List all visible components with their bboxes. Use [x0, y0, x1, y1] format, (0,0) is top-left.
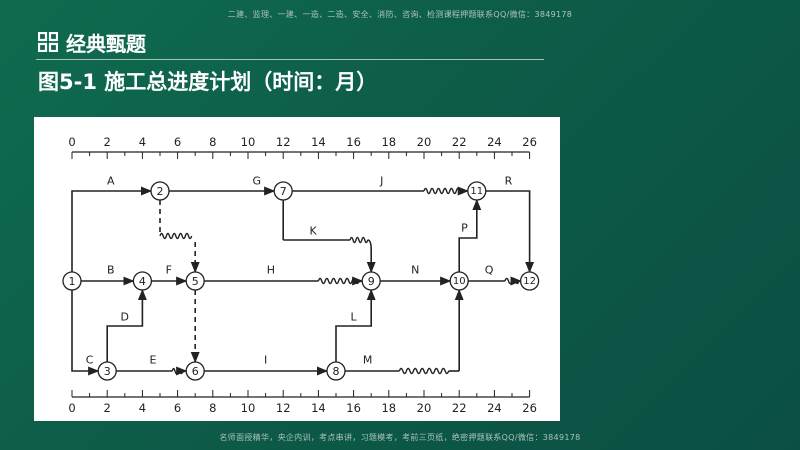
node-circle	[97, 361, 117, 381]
top-scale-tick-label: 2	[104, 135, 111, 149]
activity-label-q: Q	[485, 264, 494, 277]
node-label: 8	[333, 365, 340, 378]
activity-label-c: C	[86, 354, 94, 367]
activity-line	[367, 239, 372, 251]
activity-arrow	[106, 288, 147, 362]
bottom-scale-tick-label: 4	[139, 401, 146, 415]
activity-label-l: L	[351, 311, 358, 324]
node-circle	[132, 271, 153, 291]
section-header: 经典甄题	[38, 28, 146, 56]
bottom-scale-tick-label: 22	[452, 401, 467, 415]
activity-label-j: J	[379, 175, 383, 188]
activity-label-e: E	[149, 354, 156, 367]
top-scale-tick-label: 24	[487, 135, 502, 149]
header-divider	[36, 59, 544, 60]
bottom-scale-tick-label: 26	[522, 401, 537, 415]
node-circle	[519, 271, 540, 291]
free-float-wave	[349, 236, 369, 244]
activity-label-n: N	[411, 264, 419, 277]
node-label: 5	[192, 275, 199, 288]
node-label: 3	[104, 365, 111, 378]
node-circle	[361, 271, 381, 291]
free-float-wave	[317, 277, 360, 285]
activity-label-k: K	[310, 225, 318, 238]
top-scale-tick-label: 18	[381, 135, 396, 149]
activity-label-f: F	[166, 264, 172, 277]
bottom-scale-tick-label: 0	[68, 401, 75, 415]
free-float-wave	[504, 277, 520, 285]
node-circle	[449, 271, 469, 291]
grid-icon	[38, 32, 58, 52]
bottom-scale-tick-label: 16	[346, 401, 361, 415]
node-label: 2	[157, 185, 164, 198]
activity-arrow	[485, 190, 535, 274]
bottom-scale-tick-label: 14	[311, 401, 326, 415]
activity-label-p: P	[461, 222, 468, 235]
activity-arrow	[335, 288, 376, 362]
header-title: 经典甄题	[66, 31, 146, 56]
top-scale-tick-label: 6	[174, 135, 181, 149]
bottom-scale-tick-label: 2	[104, 401, 111, 415]
node-label: 1	[69, 275, 76, 288]
activity-arrow	[458, 198, 482, 272]
activity-label-i: I	[264, 354, 267, 367]
top-scale-tick-label: 4	[139, 135, 146, 149]
bottom-scale-tick-label: 6	[174, 401, 181, 415]
node-label: 10	[453, 276, 466, 287]
bottom-scale-tick-label: 18	[381, 401, 396, 415]
activity-arrow	[71, 290, 100, 376]
node-circle	[273, 181, 293, 201]
free-float-wave	[398, 367, 450, 375]
page-title: 图5-1 施工总进度计划（时间：月）	[38, 70, 378, 94]
top-scale-tick-label: 10	[241, 135, 256, 149]
activity-label-a: A	[107, 175, 115, 188]
top-watermark: 二建、监理、一建、一造、二造、安全、消防、咨询、检测课程押题联系QQ/微信：38…	[227, 10, 573, 19]
free-float-wave	[171, 367, 184, 375]
node-label: 11	[470, 186, 483, 197]
activity-label-g: G	[253, 175, 262, 188]
node-circle	[185, 361, 205, 381]
top-scale-tick-label: 8	[209, 135, 216, 149]
bottom-watermark: 名师面授精华，央企内训，考点串讲，习题模考，考前三页纸，绝密押题联系QQ/微信：…	[219, 433, 581, 442]
node-label: 7	[280, 185, 287, 198]
activity-label-h: H	[267, 264, 275, 277]
node-label: 12	[523, 276, 536, 287]
bottom-scale-tick-label: 24	[487, 401, 502, 415]
free-float-wave	[159, 232, 193, 240]
node-label: 9	[368, 275, 375, 288]
top-scale-tick-label: 16	[346, 135, 361, 149]
bottom-scale-tick-label: 20	[417, 401, 432, 415]
activity-label-m: M	[363, 354, 373, 367]
node-circle	[185, 271, 205, 291]
node-circle	[326, 361, 346, 381]
activity-arrow	[71, 186, 153, 272]
top-scale-tick-label: 14	[311, 135, 326, 149]
top-scale-tick-label: 0	[68, 135, 75, 149]
node-circle	[62, 271, 82, 291]
node-label: 4	[139, 275, 146, 288]
top-scale-tick-label: 20	[417, 135, 432, 149]
activity-label-b: B	[107, 264, 115, 277]
activity-label-d: D	[121, 311, 129, 324]
free-float-wave	[423, 187, 464, 195]
top-scale-tick-label: 22	[452, 135, 467, 149]
node-label: 6	[192, 365, 199, 378]
top-scale-tick-label: 26	[522, 135, 537, 149]
node-circle	[150, 181, 170, 201]
bottom-scale-tick-label: 10	[241, 401, 256, 415]
activity-label-r: R	[505, 175, 513, 188]
top-scale-tick-label: 12	[276, 135, 291, 149]
bottom-scale-tick-label: 12	[276, 401, 291, 415]
node-circle	[467, 181, 487, 201]
bottom-scale-tick-label: 8	[209, 401, 216, 415]
